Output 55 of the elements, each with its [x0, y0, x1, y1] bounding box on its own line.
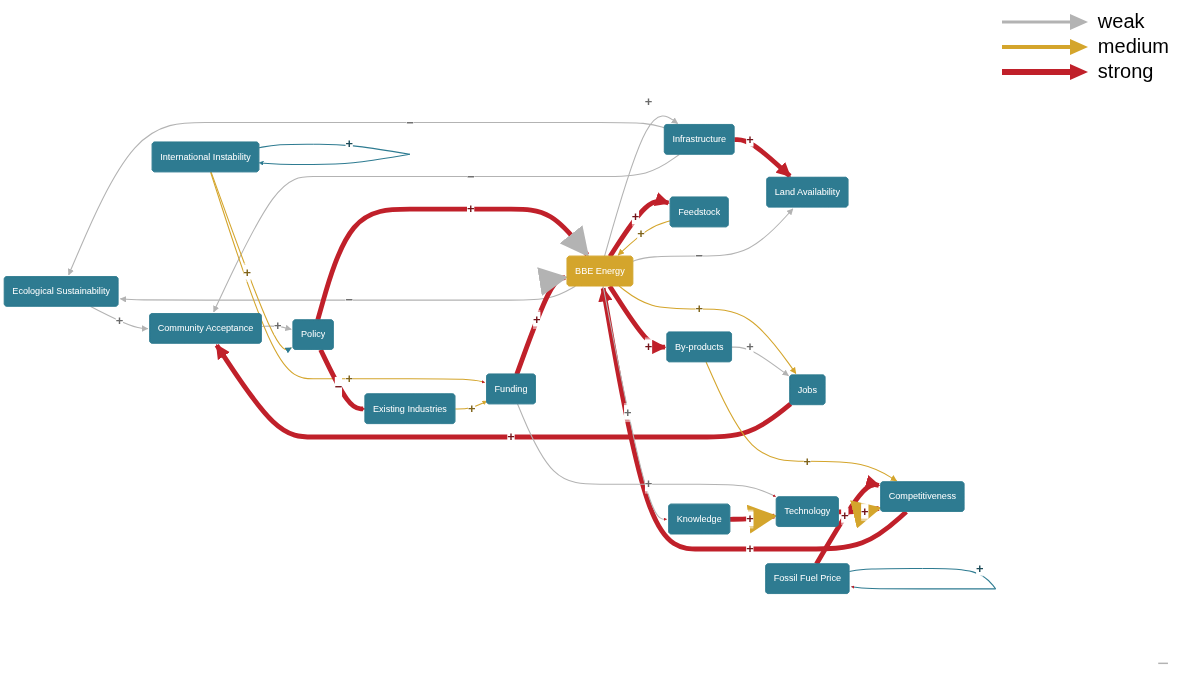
arrow	[848, 567, 997, 589]
edge-label: +	[976, 560, 984, 575]
edge-label: +	[861, 503, 869, 519]
arrow	[602, 285, 668, 521]
edge-label: +	[115, 313, 124, 328]
arrow	[618, 285, 797, 374]
arrow	[731, 346, 789, 376]
legend-label: strong	[1097, 60, 1154, 83]
arrow	[315, 206, 590, 321]
edge-label: +	[345, 136, 353, 151]
polarity-sign: −	[1157, 652, 1169, 675]
arrow	[514, 266, 569, 375]
edge-label: +	[695, 300, 703, 316]
arrow	[734, 136, 792, 178]
legend-label: medium	[1097, 35, 1169, 58]
edge-label: +	[466, 201, 475, 216]
edge-label: +	[243, 264, 252, 279]
arrow	[68, 121, 666, 275]
arrow	[318, 348, 366, 411]
edge-label: +	[746, 541, 754, 556]
arrow	[617, 219, 671, 256]
edge-label: −	[345, 292, 353, 307]
arrow	[210, 171, 486, 383]
arrow	[454, 400, 487, 409]
arrow	[213, 153, 680, 312]
edge-label: +	[644, 94, 653, 109]
edge-label: −	[406, 114, 414, 129]
edge-label: +	[644, 338, 653, 354]
edge-label: +	[803, 453, 812, 468]
edge-label: +	[273, 317, 282, 333]
legend-label: weak	[1097, 10, 1145, 33]
arrow	[214, 343, 793, 439]
arrow	[814, 474, 881, 565]
edge-label: +	[345, 370, 353, 386]
edge-label: +	[533, 311, 541, 326]
arrow	[705, 360, 898, 481]
edge-label: −	[695, 248, 703, 263]
edge-label: +	[637, 225, 645, 241]
arrow	[119, 285, 576, 302]
edge-label: +	[841, 507, 849, 523]
arrow	[598, 286, 908, 551]
arrow	[258, 143, 411, 166]
edge-label: +	[631, 209, 640, 224]
edge-label: +	[624, 404, 632, 420]
edge-label: −	[334, 378, 343, 393]
arrow	[603, 114, 679, 257]
edge-label: +	[467, 400, 476, 415]
edge-label: −	[466, 168, 475, 184]
edge-label: +	[746, 511, 754, 526]
arrow	[730, 504, 778, 534]
edge-label: +	[507, 429, 515, 444]
edge-label: +	[644, 476, 653, 491]
arrow	[90, 305, 149, 332]
edge-label: +	[746, 131, 754, 146]
edge-label: +	[746, 338, 754, 354]
